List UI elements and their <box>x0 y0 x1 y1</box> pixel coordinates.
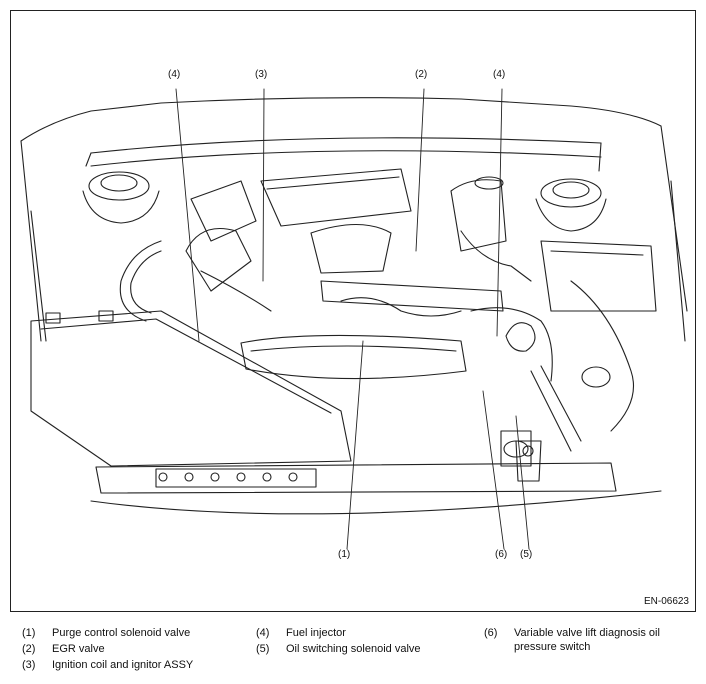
legend-number: (5) <box>256 643 270 655</box>
hood-outline <box>20 97 688 342</box>
hoses <box>119 230 635 432</box>
intake-manifold <box>240 168 504 380</box>
legend-number: (1) <box>22 627 36 639</box>
right-side-components <box>450 176 657 467</box>
legend: (1) Purge control solenoid valve (2) EGR… <box>0 622 706 684</box>
callout-6: (6) <box>495 549 508 560</box>
callout-3: (3) <box>255 69 268 80</box>
legend-text: Oil switching solenoid valve <box>286 643 421 655</box>
engine-compartment-drawing <box>20 88 688 550</box>
air-cleaner <box>30 180 352 467</box>
legend-text: Variable valve lift diagnosis oil pressu… <box>514 627 660 653</box>
callout-4-left: (4) <box>168 69 181 80</box>
legend-number: (3) <box>22 659 36 671</box>
legend-text: Purge control solenoid valve <box>52 627 191 639</box>
legend-text: Fuel injector <box>286 627 346 639</box>
leader-lines <box>175 88 530 550</box>
callout-5: (5) <box>520 549 533 560</box>
callout-1: (1) <box>338 549 351 560</box>
callout-2: (2) <box>415 69 428 80</box>
radiator-support <box>90 440 662 515</box>
legend-number: (4) <box>256 627 270 639</box>
strut-towers <box>82 171 607 232</box>
engine-diagram-figure: (4) (3) (2) (4) (1) (6) (5) EN-06623 <box>10 10 696 612</box>
legend-number: (2) <box>22 643 36 655</box>
legend-number: (6) <box>484 627 498 639</box>
figure-id: EN-06623 <box>643 596 689 607</box>
legend-text: EGR valve <box>52 643 105 655</box>
legend-text: Ignition coil and ignitor ASSY <box>52 659 194 671</box>
callout-4-right: (4) <box>493 69 506 80</box>
